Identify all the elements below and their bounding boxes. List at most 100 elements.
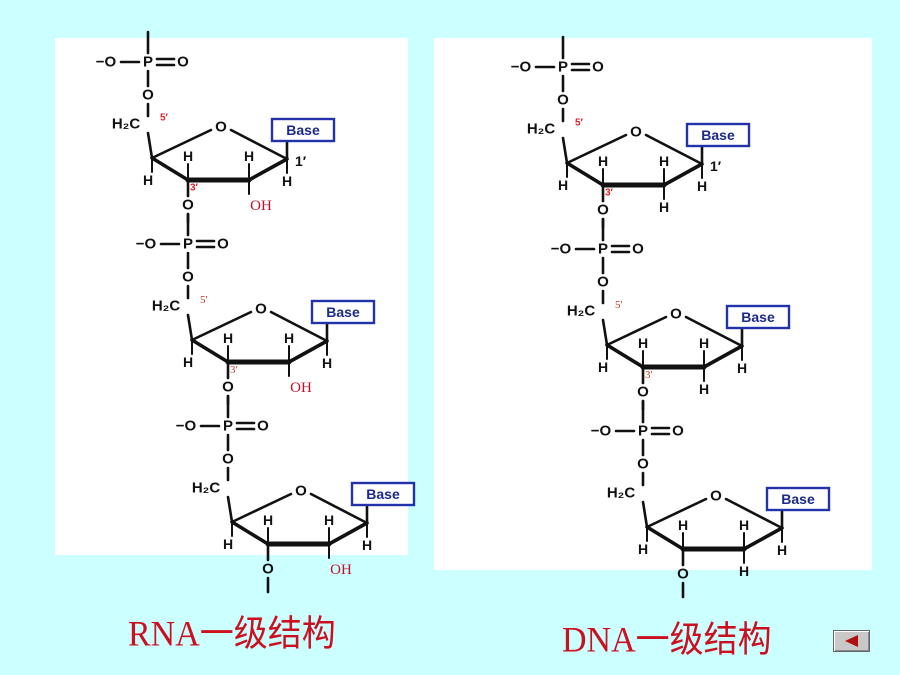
c1-label: 1′ [295,153,307,169]
hydrogen: H [284,330,294,346]
hydrogen: H [223,330,233,346]
base-box [350,481,416,507]
hydrogen: H [638,541,648,557]
phosphate-o-minus: −O [511,59,532,76]
phosphorus: P [143,54,153,71]
hydrogen: H [699,335,709,351]
c1-label: 1′ [710,158,722,174]
rna-caption: RNA一级结构 [128,615,336,655]
phosphate-o-double: O [632,241,644,258]
hydrogen: H [638,335,648,351]
ring-bond [742,526,784,551]
ester-oxygen: O [557,92,569,109]
h2c-group: H₂C [112,116,140,133]
ring-bond [190,310,253,342]
ring-bond [605,315,668,347]
ester-oxygen: O [182,269,194,286]
hydrogen: H [558,177,568,193]
ring-oxygen: O [255,301,267,318]
o3-oxygen: O [262,561,274,578]
h2c-group: H₂C [607,485,635,502]
h2c-group: H₂C [152,298,180,315]
phosphate-o-double: O [177,54,189,71]
ring-bond [150,156,190,182]
triangle-left-icon [845,635,858,647]
hydrogen: H [183,354,193,370]
phosphate-o-double: O [257,418,269,435]
ring-oxygen: O [710,488,722,505]
o3-oxygen: O [182,197,194,214]
phosphate-o-minus: −O [136,236,157,253]
ring-bond [230,520,270,546]
hydrogen: H [282,173,292,189]
base-label: Base [701,127,735,143]
c5-c4-bond [641,500,649,529]
hydrogen: H [739,563,749,579]
ring-bond [565,133,628,165]
base-box [310,299,376,325]
phosphate-o-double: O [672,423,684,440]
dna-caption: DNA一级结构 [562,621,772,661]
ring-bond [645,525,685,551]
back-button[interactable] [833,630,870,652]
phosphorus: P [223,418,233,435]
ring-bond [565,161,605,187]
c5-c4-bond [561,136,569,165]
hydrogen: H [244,148,254,164]
hydrogen: H [737,360,747,376]
hydroxyl-2prime: OH [250,198,272,214]
base-label: Base [781,491,815,507]
h2c-group: H₂C [192,480,220,497]
phosphorus: P [558,59,568,76]
ring-bond [230,492,293,524]
ester-oxygen: O [142,87,154,104]
c3-label: 3′ [190,183,199,194]
base-label: Base [326,304,360,320]
phosphate-o-minus: −O [96,54,117,71]
ring-bond [684,315,744,348]
ester-oxygen: O [637,456,649,473]
base-label: Base [366,486,400,502]
ring-bond [327,521,369,546]
ring-oxygen: O [295,483,307,500]
hydrogen: H [678,517,688,533]
o3-oxygen: O [597,202,609,219]
hydrogen: H [223,536,233,552]
hydroxyl-2prime: OH [330,562,352,578]
ring-bond [247,157,289,182]
phosphorus: P [183,236,193,253]
ring-oxygen: O [630,124,642,141]
ring-bond [287,339,329,364]
ring-bond [645,497,708,529]
ring-bond [702,344,744,369]
ring-bond [644,133,704,166]
phosphorus: P [598,241,608,258]
c5-c4-bond [226,495,234,524]
ring-bond [662,162,704,187]
hydrogen: H [699,381,709,397]
phosphorus: P [638,423,648,440]
o3-oxygen: O [222,379,234,396]
hydrogen: H [659,153,669,169]
c5-label: 5′ [200,294,208,306]
hydrogen: H [324,512,334,528]
hydrogen: H [598,153,608,169]
h2c-group: H₂C [527,121,555,138]
ring-oxygen: O [670,306,682,323]
phosphate-o-minus: −O [176,418,197,435]
hydrogen: H [362,537,372,553]
phosphate-o-minus: −O [591,423,612,440]
base-label: Base [741,309,775,325]
ring-bond [309,492,369,525]
phosphate-o-minus: −O [551,241,572,258]
phosphate-o-double: O [592,59,604,76]
c5-c4-bond [186,313,194,342]
h2c-group: H₂C [567,303,595,320]
c3-label: 3′ [605,188,614,199]
ring-bond [150,128,213,160]
ring-bond [724,497,784,530]
ring-bond [190,338,230,364]
hydrogen: H [739,517,749,533]
c3-label: 3′ [230,364,238,376]
